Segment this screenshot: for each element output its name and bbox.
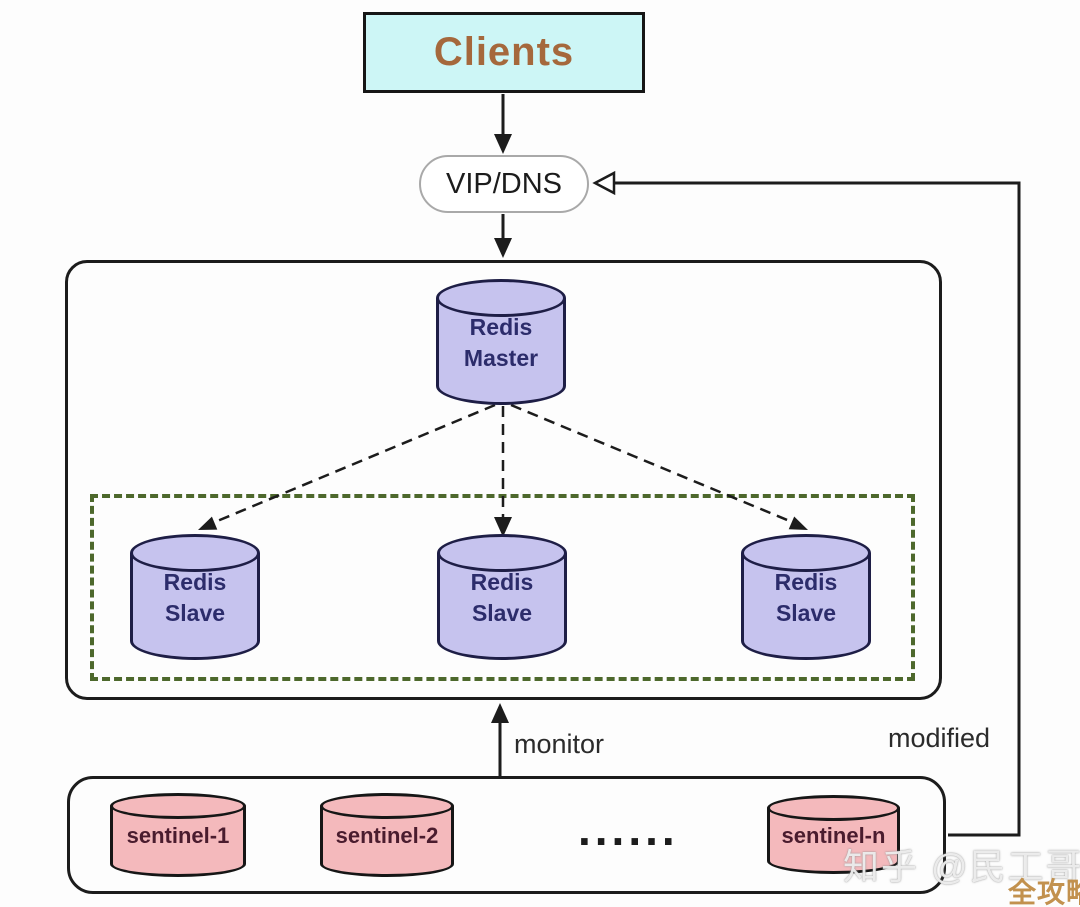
sentinel-node-1: sentinel-1 — [110, 793, 246, 877]
sentinel-label: sentinel-2 — [335, 823, 439, 849]
modified-edge-label: modified — [888, 723, 991, 753]
redis-slave-node-1: Redis Slave — [130, 534, 260, 660]
cylinder-top — [767, 795, 900, 821]
sentinel-ellipsis: ...... — [578, 803, 679, 855]
clients-node: Clients — [363, 12, 645, 93]
watermark-badge: 全攻略 — [1008, 877, 1080, 907]
arrowhead-down-icon — [494, 134, 512, 154]
watermark-brand: 知乎 @民工哥 — [843, 846, 1080, 887]
redis-slave-node-3: Redis Slave — [741, 534, 871, 660]
arrowhead-down-icon — [494, 238, 512, 258]
redis-slave-label: Redis Slave — [774, 569, 838, 627]
arrowhead-up-icon — [491, 703, 509, 723]
redis-master-node: Redis Master — [436, 279, 566, 405]
vip-dns-label: VIP/DNS — [445, 167, 563, 200]
sentinel-label: sentinel-1 — [126, 823, 230, 849]
cylinder-top — [130, 534, 260, 572]
clients-label: Clients — [433, 30, 575, 74]
monitor-edge-label: monitor — [514, 729, 605, 759]
redis-master-label: Redis Master — [463, 314, 539, 372]
cylinder-top — [320, 793, 454, 819]
cylinder-top — [110, 793, 246, 819]
cylinder-top — [436, 279, 566, 317]
redis-slave-node-2: Redis Slave — [437, 534, 567, 660]
vip-dns-node: VIP/DNS — [419, 155, 589, 213]
sentinel-node-2: sentinel-2 — [320, 793, 454, 877]
redis-slave-label: Redis Slave — [470, 569, 534, 627]
arrowhead-hollow-left-icon — [592, 170, 616, 196]
redis-slave-label: Redis Slave — [163, 569, 227, 627]
